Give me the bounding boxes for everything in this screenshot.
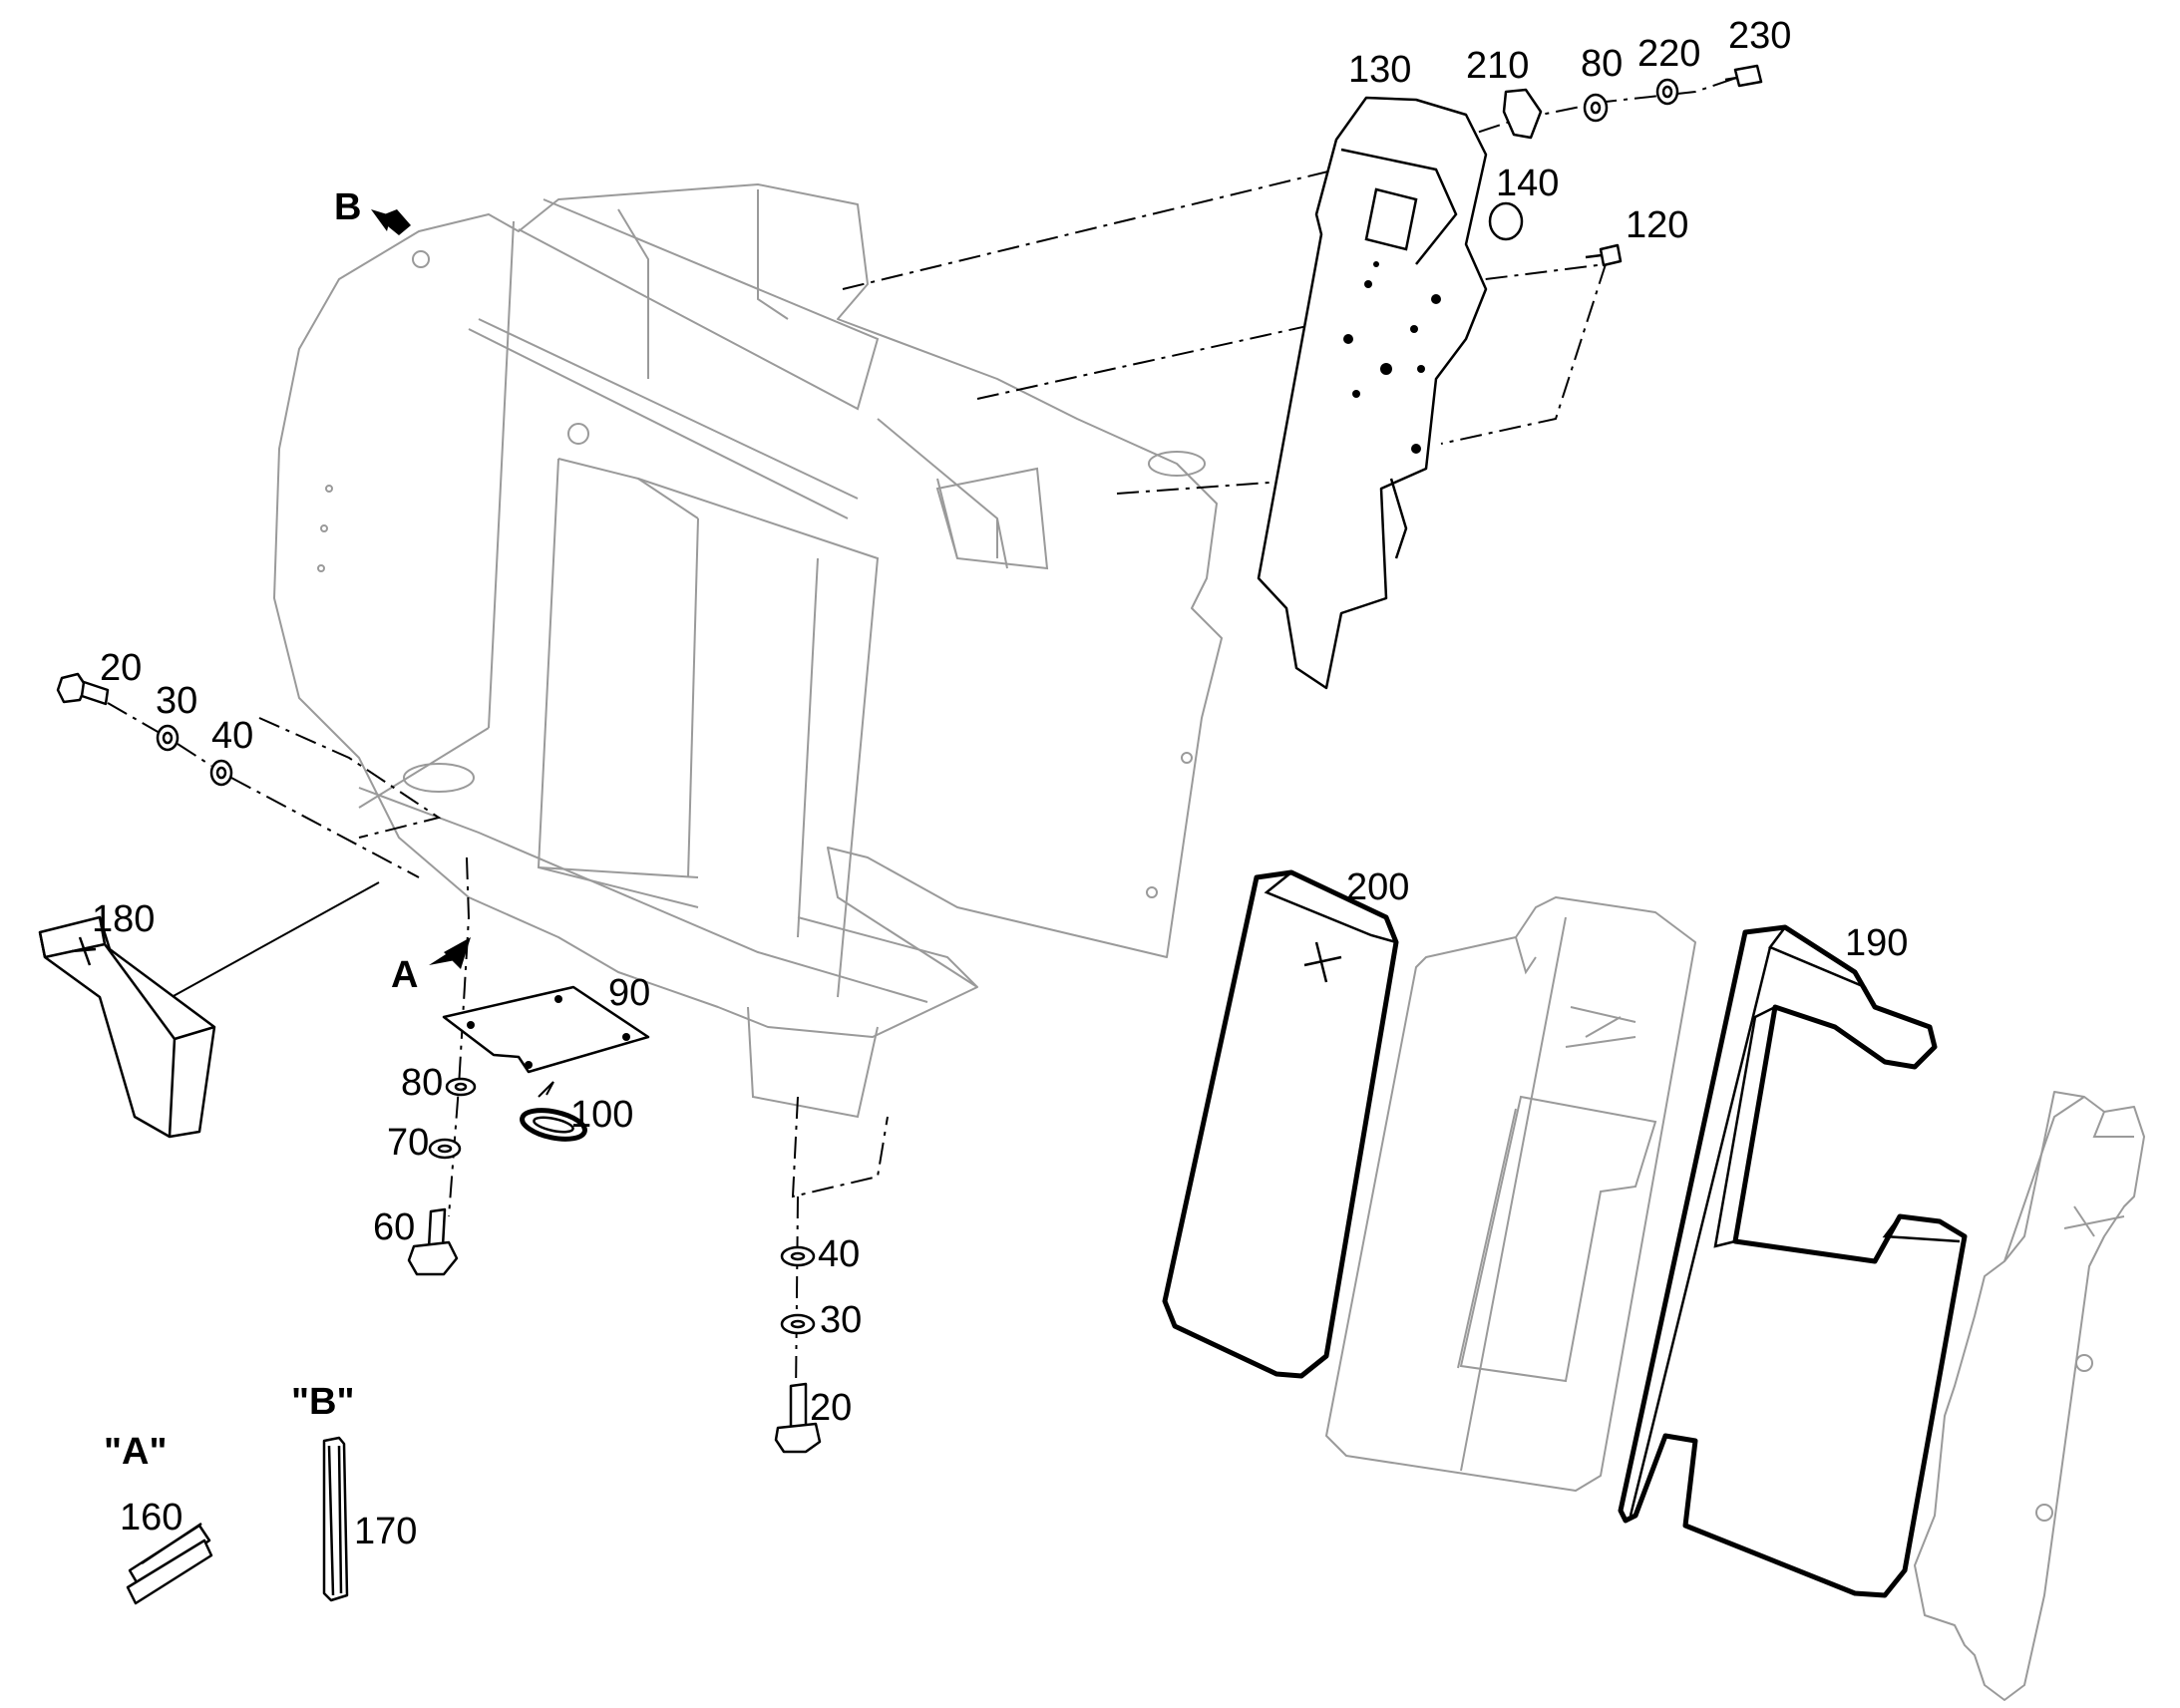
counterweight-180 xyxy=(38,915,216,1139)
callout-20-right: 20 xyxy=(810,1387,852,1429)
weight-frame-190 xyxy=(1618,924,1968,1598)
washer-220 xyxy=(1655,78,1679,106)
callout-170: 170 xyxy=(354,1511,417,1552)
plate-90 xyxy=(442,985,650,1074)
callout-20-left: 20 xyxy=(100,647,142,689)
ghost-weight-right xyxy=(1914,1091,2145,1701)
washer-30-right xyxy=(780,1313,816,1335)
washer-70 xyxy=(428,1138,462,1160)
callout-labels: 130 210 80 220 230 140 120 20 30 40 180 … xyxy=(92,15,1908,1552)
view-arrow-a xyxy=(429,937,471,969)
callout-60: 60 xyxy=(373,1206,415,1248)
washer-40-left xyxy=(209,759,233,787)
grommet-100 xyxy=(520,1108,587,1142)
panel-130 xyxy=(1257,96,1488,690)
nut-210 xyxy=(1502,88,1543,140)
callout-70: 70 xyxy=(387,1122,429,1164)
callout-30-right: 30 xyxy=(820,1299,862,1341)
callout-180: 180 xyxy=(92,898,155,940)
plug-140 xyxy=(1488,201,1524,241)
washer-80-top xyxy=(1583,93,1609,123)
callout-210: 210 xyxy=(1466,45,1529,87)
callout-130: 130 xyxy=(1348,49,1411,91)
bolt-20-right xyxy=(774,1382,822,1454)
bolt-60 xyxy=(407,1207,459,1276)
callout-200: 200 xyxy=(1346,866,1409,908)
view-marker-a: A xyxy=(391,954,418,996)
callout-100: 100 xyxy=(570,1094,633,1136)
washer-80-bottom xyxy=(445,1077,477,1097)
callout-140: 140 xyxy=(1496,163,1559,204)
weight-block-200 xyxy=(1162,869,1399,1379)
callout-190: 190 xyxy=(1845,922,1908,964)
callout-30-left: 30 xyxy=(156,680,197,722)
callout-80-top: 80 xyxy=(1581,43,1623,85)
callout-230: 230 xyxy=(1728,15,1791,57)
screw-120 xyxy=(1585,243,1623,267)
view-arrow-b xyxy=(371,209,411,235)
bolt-20-left xyxy=(56,672,110,706)
detail-label-a: "A" xyxy=(104,1431,167,1473)
rubber-strip-170 xyxy=(322,1436,349,1602)
washer-40-right xyxy=(780,1245,816,1267)
callout-120: 120 xyxy=(1626,204,1688,246)
callout-80-bottom: 80 xyxy=(401,1062,443,1104)
callout-40-left: 40 xyxy=(211,715,253,757)
callout-220: 220 xyxy=(1637,33,1700,75)
washer-30-left xyxy=(156,724,180,752)
callout-160: 160 xyxy=(120,1497,182,1538)
view-marker-b: B xyxy=(334,186,361,228)
callout-40-right: 40 xyxy=(818,1233,860,1275)
screw-230 xyxy=(1724,64,1763,88)
callout-90: 90 xyxy=(608,972,650,1014)
detail-label-b: "B" xyxy=(291,1381,354,1423)
rubber-strip-160 xyxy=(126,1522,213,1605)
ghost-weight-left xyxy=(1325,896,1696,1492)
